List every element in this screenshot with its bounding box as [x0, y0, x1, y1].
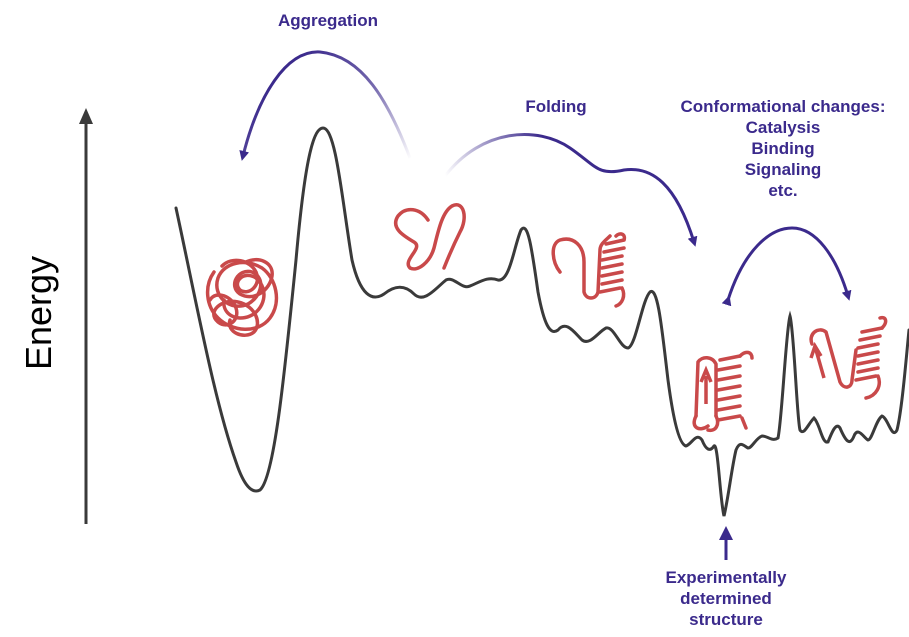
unfolded-chain-icon [396, 205, 465, 269]
axis-arrowhead-icon [79, 108, 93, 124]
etc-text: etc. [660, 180, 906, 201]
alternate-conformation-icon [811, 318, 886, 398]
folding-arrow [445, 135, 694, 242]
energy-axis-label: Energy [18, 260, 60, 370]
partially-folded-helix-icon [553, 234, 624, 306]
signaling-text: Signaling [660, 159, 906, 180]
beta-strand-arrow-icon [701, 370, 711, 404]
energy-axis [79, 108, 93, 524]
catalysis-text: Catalysis [660, 117, 906, 138]
folding-label: Folding [506, 96, 606, 117]
experimental-structure-arrow [719, 526, 733, 560]
aggregate-tangle-icon [208, 260, 277, 336]
conformational-change-arrow [728, 228, 848, 300]
aggregation-arrow [243, 52, 410, 158]
binding-text: Binding [660, 138, 906, 159]
beta-strand-arrow-icon-2 [811, 346, 824, 378]
structure-text: structure [626, 609, 826, 630]
experimental-structure-label: Experimentally determined structure [626, 567, 826, 630]
conformational-title: Conformational changes: [660, 96, 906, 117]
folded-structure-icon [694, 352, 752, 430]
aggregation-label: Aggregation [258, 10, 398, 31]
determined-text: determined [626, 588, 826, 609]
conformational-changes-label: Conformational changes: Catalysis Bindin… [660, 96, 906, 201]
experimentally-text: Experimentally [626, 567, 826, 588]
